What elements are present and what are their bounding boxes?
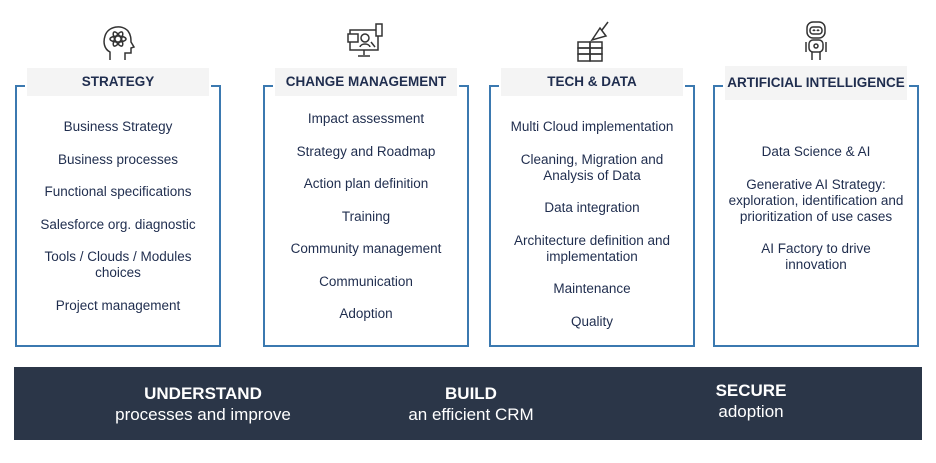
band-subtext: processes and improve bbox=[115, 405, 291, 424]
list-item: Maintenance bbox=[553, 281, 631, 296]
list-item: Action plan definition bbox=[303, 176, 429, 191]
list-item: Project management bbox=[55, 297, 181, 313]
robot-icon bbox=[805, 21, 827, 60]
column-change-management: CHANGE MANAGEMENT Impact assessment Stra… bbox=[263, 0, 469, 350]
list-item: Tools / Clouds / Modules choices bbox=[44, 249, 192, 280]
brick-wall-trowel-icon bbox=[577, 21, 609, 62]
brain-atom-icon bbox=[103, 26, 136, 60]
column-title: STRATEGY bbox=[27, 68, 209, 96]
list-item: Business Strategy bbox=[63, 119, 173, 134]
list-item: Cleaning, Migration and Analysis of Data bbox=[520, 151, 664, 183]
list-item: Generative AI Strategy: exploration, ide… bbox=[728, 176, 904, 224]
band-build: BUILD an efficient CRM bbox=[341, 383, 601, 425]
list-item: Architecture definition and implementati… bbox=[513, 232, 671, 264]
list-item: Communication bbox=[319, 273, 413, 289]
band-heading: SECURE bbox=[715, 381, 787, 400]
monitor-user-icon bbox=[347, 23, 383, 57]
list-item: Multi Cloud implementation bbox=[510, 119, 674, 134]
summary-band: UNDERSTAND processes and improve BUILD an … bbox=[14, 367, 922, 440]
list-item: Impact assessment bbox=[307, 111, 425, 126]
list-item: Adoption bbox=[339, 306, 393, 321]
column-tech-data: TECH & DATA Multi Cloud implementation C… bbox=[489, 0, 695, 350]
column-artificial-intelligence: ARTIFICIAL INTELLIGENCE Data Science & A… bbox=[713, 0, 919, 350]
column-title: ARTIFICIAL INTELLIGENCE bbox=[725, 66, 907, 100]
band-heading: BUILD bbox=[445, 384, 497, 403]
list-item: Data integration bbox=[544, 200, 640, 215]
band-understand: UNDERSTAND processes and improve bbox=[73, 383, 333, 425]
list-item: Data Science & AI bbox=[761, 144, 871, 159]
list-item: Business processes bbox=[57, 151, 179, 167]
list-item: Quality bbox=[570, 313, 614, 329]
list-item: Functional specifications bbox=[44, 184, 192, 199]
list-item: Salesforce org. diagnostic bbox=[40, 216, 196, 232]
column-strategy: STRATEGY Business Strategy Business proc… bbox=[15, 0, 221, 350]
band-subtext: adoption bbox=[718, 402, 784, 421]
list-item: AI Factory to drive innovation bbox=[761, 241, 871, 272]
band-subtext: an efficient CRM bbox=[408, 405, 534, 424]
list-item: Training bbox=[341, 208, 391, 224]
band-heading: UNDERSTAND bbox=[144, 384, 262, 403]
band-secure: SECURE adoption bbox=[621, 380, 881, 422]
column-title: TECH & DATA bbox=[501, 68, 683, 96]
list-item: Community management bbox=[290, 241, 442, 256]
list-item: Strategy and Roadmap bbox=[296, 143, 436, 159]
column-title: CHANGE MANAGEMENT bbox=[275, 68, 457, 96]
